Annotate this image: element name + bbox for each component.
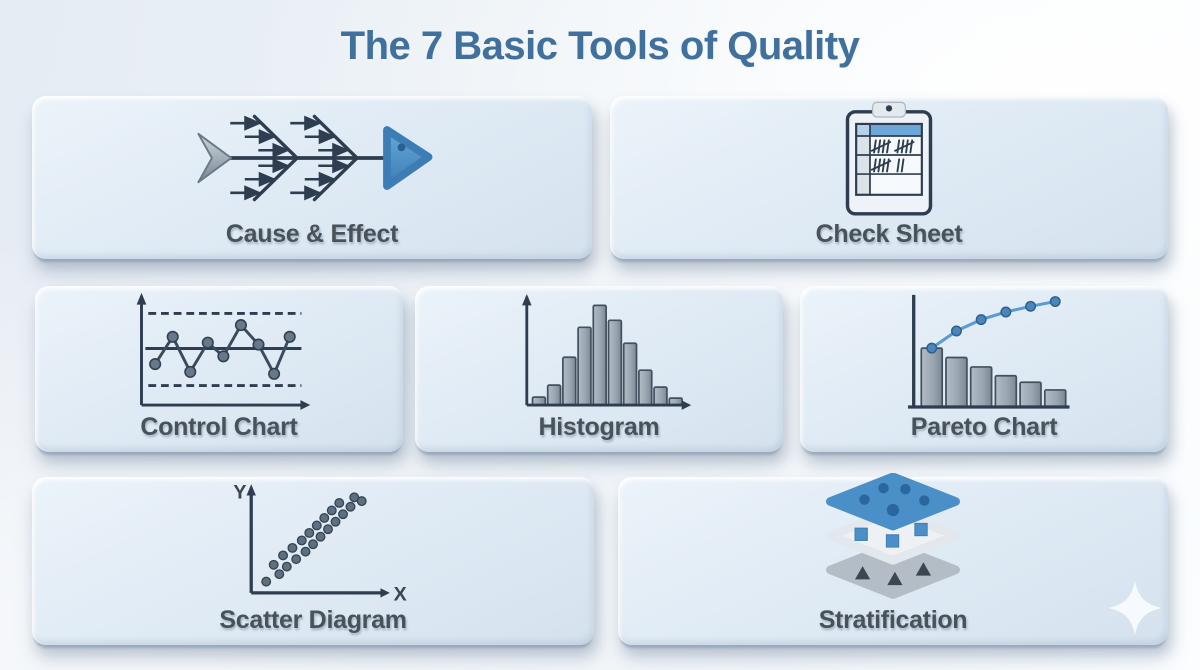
scatter-plot-icon: Y X — [32, 473, 594, 606]
pareto-chart-icon — [800, 286, 1168, 413]
card-label: Pareto Chart — [910, 413, 1058, 441]
card-stratification: Stratification — [618, 473, 1168, 645]
scatter-points — [260, 492, 367, 587]
fish-head — [382, 126, 432, 190]
tally-row-2 — [870, 157, 905, 172]
card-label: Scatter Diagram — [219, 606, 407, 634]
check-sheet-svg — [845, 101, 933, 216]
cause-arrows — [229, 115, 350, 201]
card-label: Control Chart — [140, 413, 298, 441]
control-chart-series — [148, 319, 296, 380]
x-axis-arrow — [299, 400, 310, 410]
card-scatter-diagram: Y X Scatter Diagram — [32, 477, 594, 645]
card-cause-effect: Cause & Effect — [32, 96, 592, 259]
y-axis-arrow — [136, 292, 146, 305]
y-axis-label: Y — [233, 481, 246, 503]
stacked-layers-icon — [618, 473, 1168, 606]
card-label: Cause & Effect — [225, 220, 399, 248]
x-axis-label: X — [393, 583, 406, 605]
pareto-cumulative-line — [926, 295, 1061, 354]
tally-row-1 — [870, 138, 915, 153]
control-chart-icon — [35, 284, 403, 413]
layer-bottom — [826, 540, 960, 599]
fish-tail — [196, 132, 232, 184]
histogram-icon — [415, 286, 783, 413]
card-histogram: Histogram — [415, 286, 783, 452]
stratification-svg — [826, 473, 960, 599]
layer-middle — [826, 506, 960, 565]
x-axis-arrow — [681, 399, 692, 410]
card-control-chart: Control Chart — [35, 286, 403, 452]
card-label: Histogram — [538, 413, 660, 441]
pareto-bars — [920, 346, 1067, 408]
y-axis-arrow — [522, 293, 532, 305]
card-check-sheet: Check Sheet — [610, 96, 1168, 259]
y-axis-arrow — [246, 484, 256, 496]
fishbone-diagram-icon — [32, 96, 592, 220]
x-axis-arrow — [379, 588, 390, 598]
clipboard-tally-icon — [610, 96, 1168, 220]
pareto-svg — [908, 294, 1070, 409]
fish-eye — [397, 143, 405, 152]
card-label: Stratification — [818, 606, 968, 634]
histogram-svg — [522, 293, 692, 410]
fishbone-svg — [196, 114, 432, 202]
sparkle-icon — [1108, 581, 1162, 635]
histogram-bars — [531, 303, 683, 406]
card-label: Check Sheet — [815, 220, 963, 248]
card-pareto-chart: Pareto Chart — [800, 286, 1168, 452]
page-title: The 7 Basic Tools of Quality — [340, 24, 860, 68]
control-chart-svg — [136, 292, 310, 410]
scatter-svg: Y X — [233, 481, 406, 605]
layer-top — [826, 473, 960, 531]
